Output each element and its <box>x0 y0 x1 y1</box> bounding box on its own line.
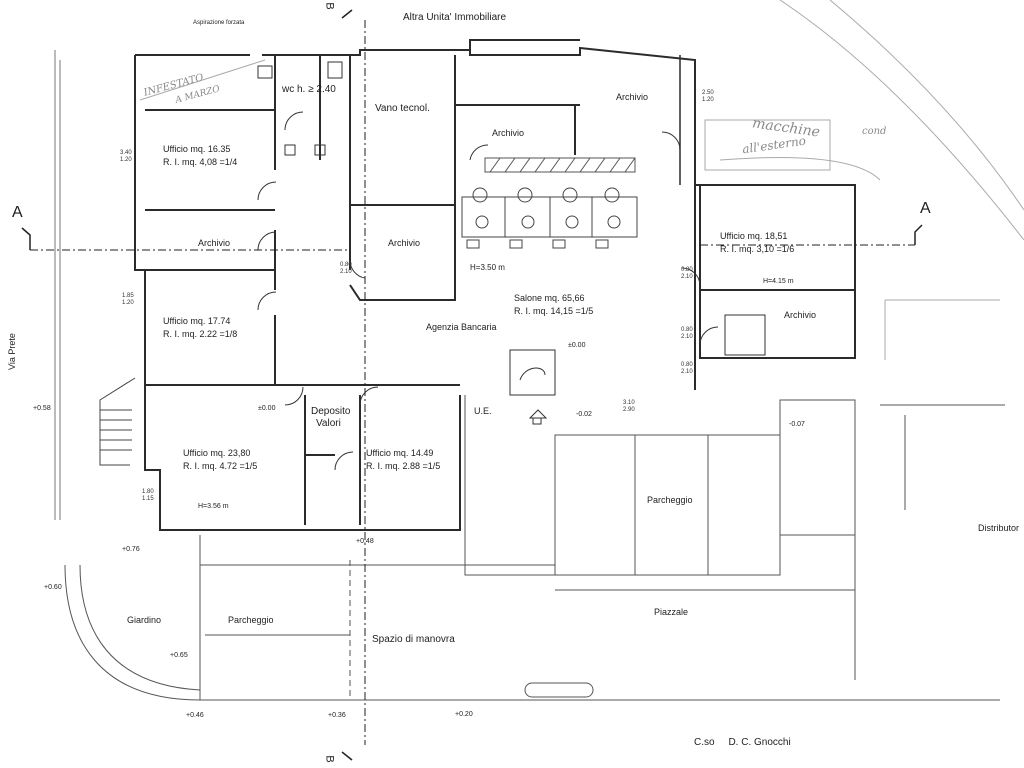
section-b-bottom: B <box>323 755 336 763</box>
elevation-060: +0.60 <box>44 584 62 591</box>
aspirazione-label: Aspirazione forzata <box>193 20 245 26</box>
spazio-manovra-label: Spazio di manovra <box>372 634 455 645</box>
ufficio-3-ri: R. I. mq. 4.72 =1/5 <box>183 461 258 471</box>
ufficio-3-height: H=3.56 m <box>198 503 229 510</box>
section-b-top: B <box>323 2 336 10</box>
deposito-label: Deposito <box>311 406 351 417</box>
elevation-076: +0.76 <box>122 546 140 553</box>
ufficio-1-area: Ufficio mq. 16.35 <box>163 144 231 154</box>
salone-ri: R. I. mq. 14,15 =1/5 <box>514 306 594 316</box>
street-left-label: Via Prete <box>7 333 17 370</box>
annotation-cond: cond <box>862 126 887 137</box>
elevation-000-left: ±0.00 <box>258 405 276 412</box>
elevation-002: -0.02 <box>576 411 592 418</box>
elevation-048: +0.48 <box>356 538 374 545</box>
archivio-left: Archivio <box>198 238 231 248</box>
ufficio-3-area: Ufficio mq. 23,80 <box>183 448 251 458</box>
elevation-007: -0.07 <box>789 421 805 428</box>
ufficio-2-ri: R. I. mq. 2.22 =1/8 <box>163 329 238 339</box>
section-a-right: A <box>920 200 931 217</box>
agenzia-label: Agenzia Bancaria <box>426 322 497 332</box>
elevation-000-center: ±0.00 <box>568 342 586 349</box>
section-a-left: A <box>12 204 23 221</box>
ue-label: U.E. <box>474 406 492 416</box>
ufficio-5-area: Ufficio mq. 18,51 <box>720 231 788 241</box>
salone-height: H=3.50 m <box>470 263 505 272</box>
elevation-020: +0.20 <box>455 711 473 718</box>
neighbor-label: Altra Unita' Immobiliare <box>403 12 507 23</box>
archivio-center: Archivio <box>388 238 421 248</box>
ufficio-5-height: H=4.15 m <box>763 278 794 285</box>
salone-area: Salone mq. 65,66 <box>514 293 585 303</box>
wc-label: wc h. ≥ 2.40 <box>282 84 336 95</box>
elevation-065: +0.65 <box>170 652 188 659</box>
parcheggio-right: Parcheggio <box>647 495 693 505</box>
valori-label: Valori <box>316 418 341 429</box>
parcheggio-left: Parcheggio <box>228 615 274 625</box>
elevation-046: +0.46 <box>186 712 204 719</box>
archivio-right: Archivio <box>784 310 817 320</box>
archivio-top-mid: Archivio <box>492 128 525 138</box>
ufficio-5-ri: R. I. mq. 3,10 =1/6 <box>720 244 795 254</box>
ufficio-2-area: Ufficio mq. 17.74 <box>163 316 231 326</box>
giardino-label: Giardino <box>127 615 162 625</box>
archivio-top-right: Archivio <box>616 92 649 102</box>
piazzale-label: Piazzale <box>654 607 689 617</box>
ufficio-4-ri: R. I. mq. 2.88 =1/5 <box>366 461 441 471</box>
elevation-058: +0.58 <box>33 405 51 412</box>
vano-tecnol-label: Vano tecnol. <box>375 103 430 114</box>
ufficio-1-ri: R. I. mq. 4,08 =1/4 <box>163 157 238 167</box>
elevation-036: +0.36 <box>328 712 346 719</box>
ufficio-4-area: Ufficio mq. 14.49 <box>366 448 434 458</box>
distributor-label: Distributor <box>978 523 1020 533</box>
street-bottom-label: C.so D. C. Gnocchi <box>694 737 791 748</box>
